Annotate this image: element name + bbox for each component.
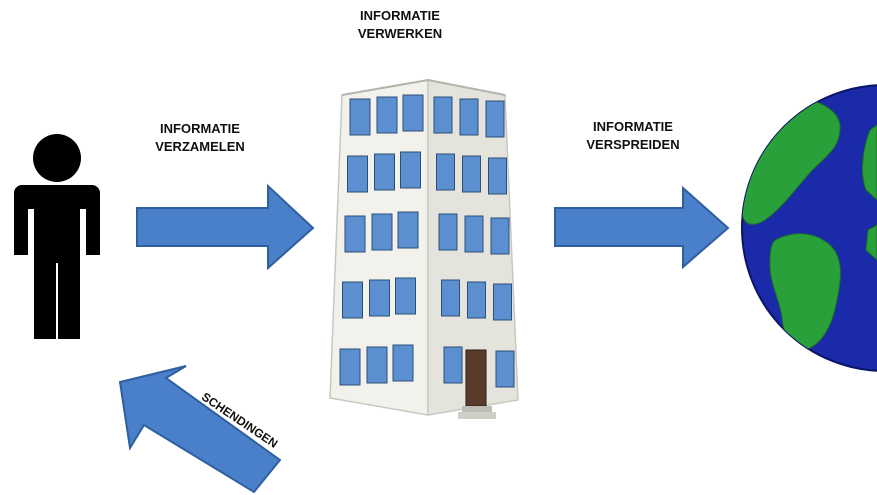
building-window (397, 211, 419, 249)
label-collect: INFORMATIE VERZAMELEN (140, 120, 260, 156)
building-window (349, 98, 371, 136)
building-window (339, 348, 361, 386)
building-window (467, 281, 486, 319)
label-process-line-1: INFORMATIE (360, 8, 440, 23)
building-window (462, 155, 481, 193)
building-window (459, 98, 479, 136)
building-window (493, 283, 512, 321)
building-window (374, 153, 395, 191)
label-process-line-2: VERWERKEN (357, 26, 443, 41)
building-window (441, 279, 460, 317)
building-window (402, 94, 424, 132)
label-process: INFORMATIE VERWERKEN (345, 7, 455, 43)
earth-globe-icon (741, 84, 877, 372)
person-silhouette-icon (14, 134, 100, 339)
building-window (342, 281, 363, 319)
building-window (490, 217, 510, 255)
label-collect-line-2: VERZAMELEN (155, 139, 245, 154)
building-window (344, 215, 366, 253)
building-window (369, 279, 390, 317)
office-building-icon (329, 78, 519, 419)
label-spread: INFORMATIE VERSPREIDEN (563, 118, 703, 154)
label-collect-line-1: INFORMATIE (160, 121, 240, 136)
building-window (495, 350, 515, 388)
arrow-collect (136, 183, 315, 271)
building-window (464, 215, 484, 253)
building-window (371, 213, 393, 251)
building-window (433, 96, 453, 134)
arrow-spread (554, 185, 730, 270)
label-spread-line-2: VERSPREIDEN (586, 137, 680, 152)
arrow-violations (118, 365, 282, 494)
building-window (366, 346, 388, 384)
building-window (488, 157, 507, 195)
building-window (347, 155, 368, 193)
building-window (376, 96, 398, 134)
building-window (436, 153, 455, 191)
building-window (485, 100, 505, 138)
building-window (392, 344, 414, 382)
building-window (395, 277, 416, 315)
building-window (438, 213, 458, 251)
building-window (400, 151, 421, 189)
door (465, 349, 487, 407)
building-window (443, 346, 463, 384)
label-spread-line-1: INFORMATIE (593, 119, 673, 134)
